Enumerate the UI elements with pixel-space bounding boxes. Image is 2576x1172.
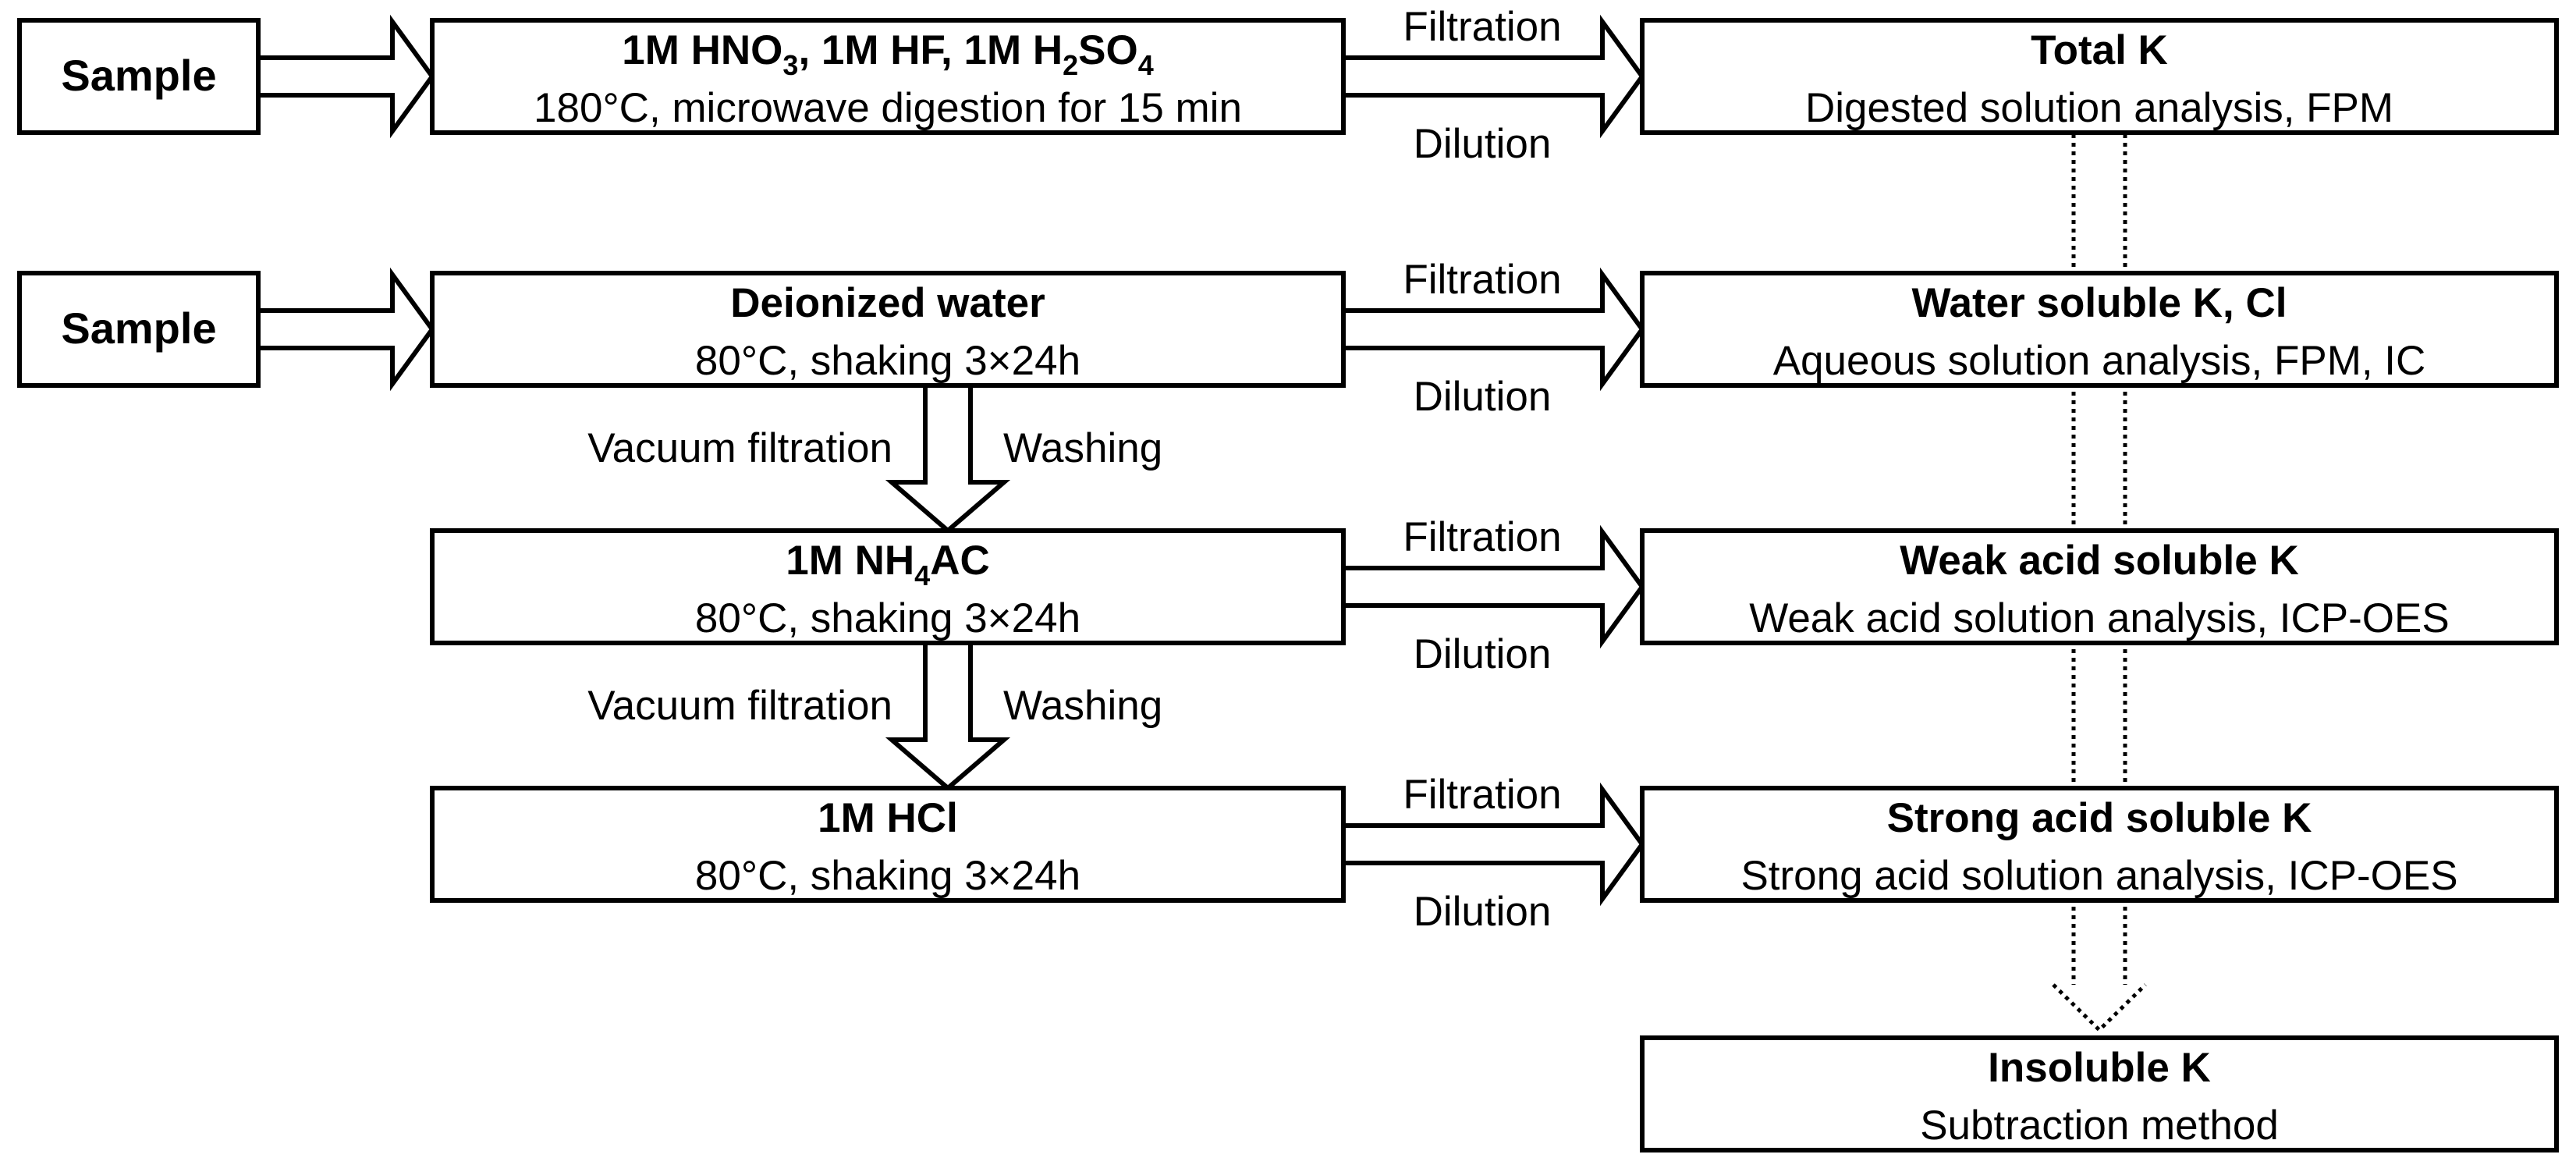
result-title: Total K xyxy=(2031,27,2168,73)
hollow-arrow-water-to-result xyxy=(1341,267,1645,392)
extraction-subtitle: 80°C, shaking 3×24h xyxy=(695,853,1080,899)
extraction-subtitle: 80°C, shaking 3×24h xyxy=(695,595,1080,641)
filtration-label: Filtration xyxy=(1403,4,1561,50)
result-subtitle: Weak acid solution analysis, ICP-OES xyxy=(1749,595,2449,641)
washing-label: Washing xyxy=(1003,425,1162,471)
extraction-box-nh4ac: 1M NH4AC 80°C, shaking 3×24h xyxy=(430,528,1346,645)
extraction-box-hcl: 1M HCl 80°C, shaking 3×24h xyxy=(430,786,1346,903)
vacuum-filtration-label: Vacuum filtration xyxy=(587,683,892,729)
extraction-title: 1M NH4AC xyxy=(786,538,990,591)
hollow-arrow-nh4ac-to-result xyxy=(1341,524,1645,649)
result-box-strong-acid: Strong acid soluble K Strong acid soluti… xyxy=(1640,786,2559,903)
digestion-subtitle: 180°C, microwave digestion for 15 min xyxy=(534,85,1242,131)
filtration-label: Filtration xyxy=(1403,772,1561,818)
result-subtitle: Subtraction method xyxy=(1920,1103,2279,1149)
result-box-water-soluble: Water soluble K, Cl Aqueous solution ana… xyxy=(1640,271,2559,388)
extraction-subtitle: 80°C, shaking 3×24h xyxy=(695,338,1080,384)
sample-box-1: Sample xyxy=(17,18,261,135)
dilution-label: Dilution xyxy=(1414,889,1552,935)
vacuum-filtration-label: Vacuum filtration xyxy=(587,425,892,471)
hollow-arrow-hcl-to-result xyxy=(1341,782,1645,907)
extraction-title: 1M HCl xyxy=(818,795,958,841)
result-box-insoluble: Insoluble K Subtraction method xyxy=(1640,1035,2559,1152)
result-subtitle: Strong acid solution analysis, ICP-OES xyxy=(1740,853,2457,899)
dilution-label: Dilution xyxy=(1414,121,1552,167)
result-title: Weak acid soluble K xyxy=(1900,538,2299,584)
hollow-arrow-sample-2 xyxy=(256,267,435,392)
washing-label: Washing xyxy=(1003,683,1162,729)
result-subtitle: Digested solution analysis, FPM xyxy=(1805,85,2393,131)
hollow-down-arrow-1 xyxy=(885,383,1011,534)
digestion-box: 1M HNO3, 1M HF, 1M H2SO4 180°C, microwav… xyxy=(430,18,1346,135)
sample-label: Sample xyxy=(61,304,216,353)
hollow-arrow-sample-1 xyxy=(256,14,435,139)
result-box-total-k: Total K Digested solution analysis, FPM xyxy=(1640,18,2559,135)
extraction-box-water: Deionized water 80°C, shaking 3×24h xyxy=(430,271,1346,388)
sample-label: Sample xyxy=(61,51,216,100)
filtration-label: Filtration xyxy=(1403,257,1561,303)
hollow-down-arrow-2 xyxy=(885,641,1011,791)
dilution-label: Dilution xyxy=(1414,374,1552,420)
sample-box-2: Sample xyxy=(17,271,261,388)
hollow-arrow-digestion-to-total xyxy=(1341,14,1645,139)
extraction-title: Deionized water xyxy=(730,280,1045,326)
result-title: Strong acid soluble K xyxy=(1887,795,2312,841)
digestion-title: 1M HNO3, 1M HF, 1M H2SO4 xyxy=(622,27,1153,81)
result-subtitle: Aqueous solution analysis, FPM, IC xyxy=(1773,338,2426,384)
result-box-weak-acid: Weak acid soluble K Weak acid solution a… xyxy=(1640,528,2559,645)
filtration-label: Filtration xyxy=(1403,514,1561,560)
result-title: Water soluble K, Cl xyxy=(1912,280,2287,326)
dilution-label: Dilution xyxy=(1414,631,1552,677)
result-title: Insoluble K xyxy=(1988,1045,2211,1091)
